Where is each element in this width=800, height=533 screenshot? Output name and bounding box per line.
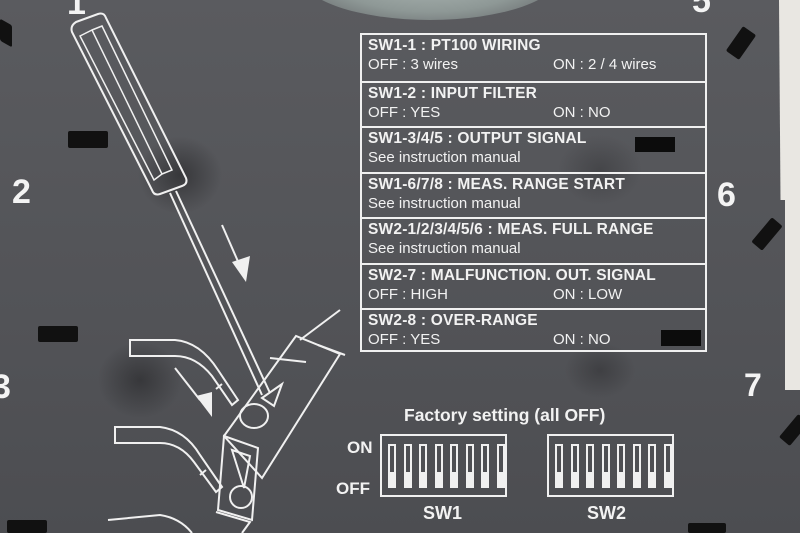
row-title: SW1-6/7/8 : MEAS. RANGE START xyxy=(368,175,625,193)
on-value: ON : LOW xyxy=(553,285,623,303)
switch-lever xyxy=(483,472,487,486)
terminal-slot xyxy=(68,131,108,148)
off-value: OFF : YES xyxy=(368,103,441,121)
off-value: OFF : 3 wires xyxy=(368,56,459,73)
pin-number-3: 3 xyxy=(0,368,11,406)
wire-icon xyxy=(107,513,193,533)
switch-lever xyxy=(603,472,608,486)
dip-switch-sw2-3[interactable] xyxy=(586,444,594,488)
dip-switch-sw1-2[interactable] xyxy=(403,444,412,488)
wire-icon xyxy=(129,339,240,407)
pin-number-7: 7 xyxy=(744,367,762,403)
row-title: SW1-3/4/5 : OUTPUT SIGNAL xyxy=(368,130,587,147)
row-note: See instruction manual xyxy=(368,240,521,257)
on-label: ON xyxy=(347,438,373,457)
switch-lever xyxy=(421,472,425,486)
switch-lever xyxy=(498,472,503,486)
switch-lever xyxy=(405,472,410,486)
arrow-icon xyxy=(221,224,250,282)
on-value: ON : NO xyxy=(553,331,611,348)
background-edge-lower xyxy=(785,200,800,390)
wire-icon xyxy=(114,426,224,494)
arrow-icon xyxy=(174,367,212,417)
sw2-label: SW2 xyxy=(587,503,627,523)
row-note: See instruction manual xyxy=(368,194,521,212)
off-value: OFF : HIGH xyxy=(368,285,448,303)
dip-switch-sw1-4[interactable] xyxy=(434,444,443,488)
switch-lever xyxy=(634,472,639,486)
dip-switch-sw1-7[interactable] xyxy=(481,444,489,488)
row-title: SW1-1 : PT100 WIRING xyxy=(368,37,541,54)
row-title: SW1-2 : INPUT FILTER xyxy=(368,84,538,102)
row-title: SW2-8 : OVER-RANGE xyxy=(368,312,538,329)
dip-switch-sw2[interactable] xyxy=(547,434,674,497)
sw1-label: SW1 xyxy=(423,503,463,523)
row-title: SW2-7 : MALFUNCTION. OUT. SIGNAL xyxy=(368,266,656,284)
dip-switch-sw2-8[interactable] xyxy=(663,444,672,488)
background-edge xyxy=(779,0,800,200)
table-row: SW1-3/4/5 : OUTPUT SIGNAL See instructio… xyxy=(362,126,705,172)
switch-lever xyxy=(452,472,456,486)
dip-switch-sw2-5[interactable] xyxy=(617,444,625,488)
terminal-slot xyxy=(7,520,47,533)
dip-switch-sw2-2[interactable] xyxy=(570,444,579,488)
terminal-slot xyxy=(38,326,78,342)
table-row: SW2-7 : MALFUNCTION. OUT. SIGNAL OFF : H… xyxy=(362,262,705,309)
dip-switch-sw2-7[interactable] xyxy=(648,444,656,488)
switch-lever xyxy=(588,472,592,486)
switch-lever xyxy=(557,472,561,486)
switch-lever xyxy=(390,472,394,486)
screwdriver-icon xyxy=(70,12,271,396)
dip-switch-sw1-5[interactable] xyxy=(450,444,458,488)
tape-mark xyxy=(635,137,675,152)
off-value: OFF : YES xyxy=(368,331,441,348)
switch-lever xyxy=(436,472,441,486)
switch-lever xyxy=(467,472,472,486)
table-row: SW1-1 : PT100 WIRING OFF : 3 wires ON : 2… xyxy=(362,35,705,81)
pin-number-5: 5 xyxy=(692,0,711,20)
off-label: OFF xyxy=(336,479,370,498)
switch-lever xyxy=(619,472,623,486)
switch-lever xyxy=(650,472,654,486)
pin-number-2: 2 xyxy=(12,173,31,211)
tape-mark xyxy=(661,330,701,346)
switch-lever xyxy=(665,472,670,486)
pin-number-1: 1 xyxy=(67,0,86,22)
table-row: SW2-1/2/3/4/5/6 : MEAS. FULL RANGE See i… xyxy=(362,217,705,263)
dip-switch-sw2-1[interactable] xyxy=(555,444,563,488)
dip-switch-sw1-1[interactable] xyxy=(388,444,396,488)
dip-switch-sw2-6[interactable] xyxy=(632,444,641,488)
factory-setting-title: Factory setting (all OFF) xyxy=(404,405,606,425)
table-row: SW2-8 : OVER-RANGE OFF : YES ON : NO xyxy=(362,308,705,350)
terminal-slot xyxy=(688,523,726,533)
row-title: SW2-1/2/3/4/5/6 : MEAS. FULL RANGE xyxy=(368,221,654,238)
table-row: SW1-2 : INPUT FILTER OFF : YES ON : NO xyxy=(362,80,705,127)
dip-switch-sw1-3[interactable] xyxy=(419,444,427,488)
table-row: SW1-6/7/8 : MEAS. RANGE START See instru… xyxy=(362,171,705,218)
settings-table: SW1-1 : PT100 WIRING OFF : 3 wires ON : 2… xyxy=(360,33,707,352)
switch-lever xyxy=(572,472,577,486)
pin-number-6: 6 xyxy=(717,176,736,214)
dip-switch-sw1-8[interactable] xyxy=(496,444,505,488)
on-value: ON : NO xyxy=(553,103,611,121)
on-value: ON : 2 / 4 wires xyxy=(553,56,657,73)
dip-switch-sw2-4[interactable] xyxy=(601,444,610,488)
dip-switch-sw1-6[interactable] xyxy=(465,444,474,488)
dip-switch-sw1[interactable] xyxy=(380,434,507,497)
terminal-block-icon xyxy=(215,309,346,533)
row-note: See instruction manual xyxy=(368,149,521,166)
